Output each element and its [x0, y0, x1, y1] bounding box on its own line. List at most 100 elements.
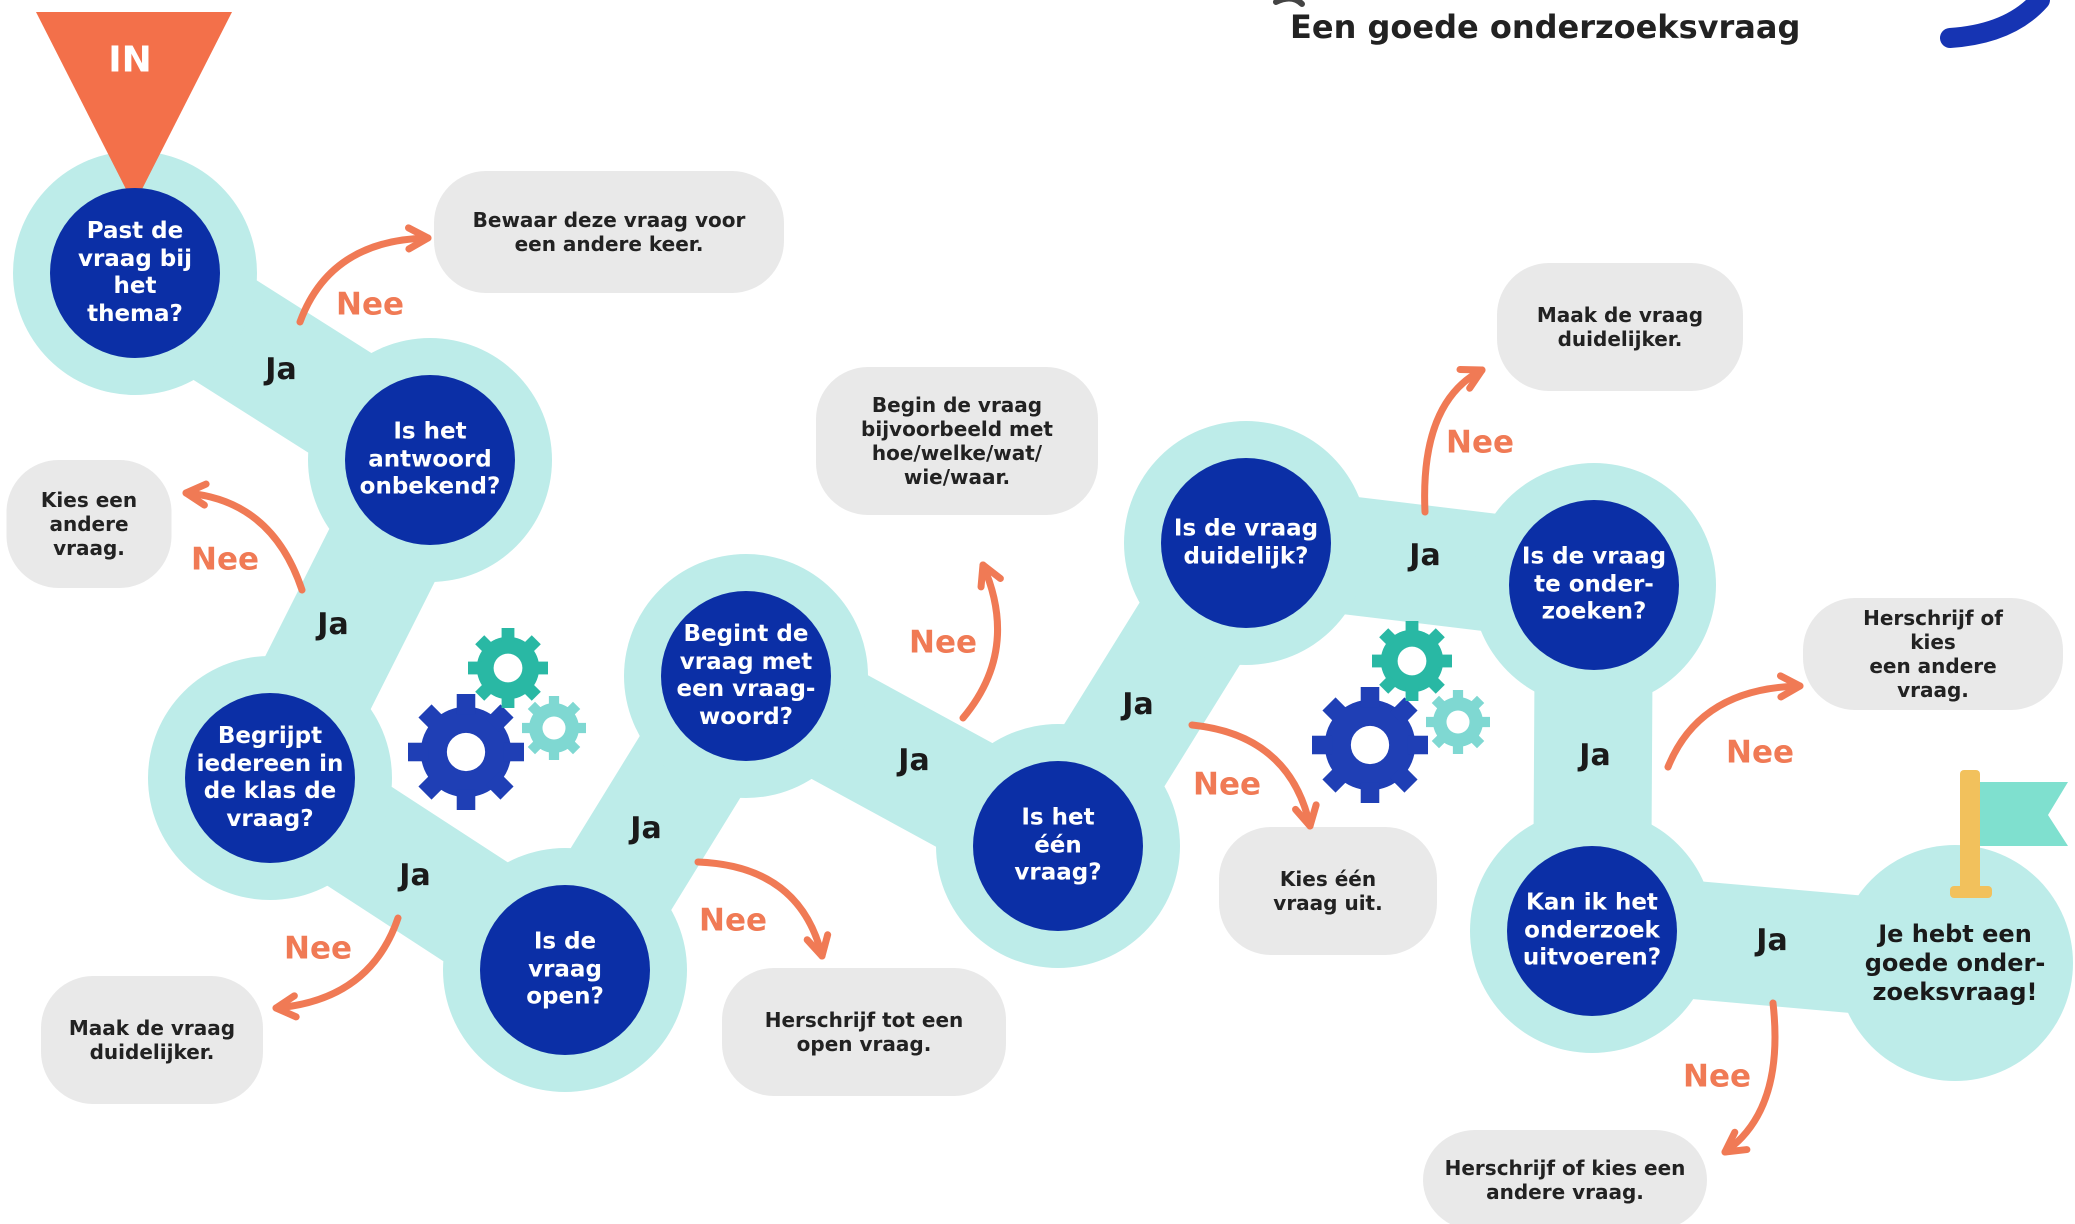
start-marker-icon	[36, 12, 232, 205]
gear-tooth	[1405, 621, 1419, 635]
question-pas-thema: Past de vraag bij het thema?	[77, 217, 193, 327]
question-uitvoeren: Kan ik het onderzoek uitvoeren?	[1522, 889, 1662, 971]
question-node	[480, 885, 650, 1055]
gear-tooth	[548, 748, 560, 760]
box-begin-vraag: Begin de vraag bijvoorbeeld met hoe/welk…	[861, 393, 1053, 489]
box-herschrijf-open: Herschrijf tot een open vraag.	[764, 1008, 964, 1056]
no-arrow	[272, 914, 402, 1012]
gear-tooth	[1426, 716, 1438, 728]
no-arrow-head	[1776, 672, 1804, 701]
suggestion-box	[1219, 827, 1437, 955]
gear-tooth	[1431, 733, 1447, 749]
gear-tooth	[1405, 687, 1419, 701]
no-arrows-layer	[182, 224, 1804, 1156]
yes-label: Ja	[630, 811, 662, 846]
box-kies-een-vraag: Kies één vraag uit.	[1273, 867, 1383, 915]
question-begrijpt-iedereen: Begrijpt iedereen in de klas de vraag?	[196, 722, 344, 832]
gear-tooth	[1469, 695, 1485, 711]
suggestion-box	[1497, 263, 1743, 391]
no-arrow-head	[182, 480, 210, 509]
no-label: Nee	[1726, 734, 1794, 771]
no-label: Nee	[191, 541, 259, 578]
gear-tooth	[1322, 697, 1350, 725]
question-node	[1507, 846, 1677, 1016]
yes-label: Ja	[1409, 538, 1441, 573]
suggestion-box	[722, 968, 1006, 1096]
question-node	[345, 375, 515, 545]
question-node	[661, 591, 831, 761]
no-label: Nee	[284, 930, 352, 967]
gear	[1312, 687, 1428, 803]
magnifier-icon	[1273, 0, 2050, 48]
gear-tooth	[1390, 697, 1418, 725]
gear-tooth	[486, 772, 514, 800]
gear-tooth	[1372, 654, 1386, 668]
box-herschrijf-kies-2: Herschrijf of kies een andere vraag.	[1444, 1156, 1686, 1204]
flag-icon	[1950, 770, 2068, 898]
gear-tooth	[1322, 765, 1350, 793]
question-node	[1161, 458, 1331, 628]
gear-tooth	[1407, 735, 1428, 755]
suggestion-box	[816, 367, 1098, 515]
box-herschrijf-kies-1: Herschrijf of kies een andere vraag.	[1863, 606, 2003, 702]
gear-hole	[542, 716, 566, 740]
yes-label: Ja	[317, 607, 349, 642]
suggestion-box	[1423, 1130, 1707, 1224]
gear-tooth	[1390, 765, 1418, 793]
gear-tooth	[1312, 735, 1333, 755]
no-arrow	[296, 234, 432, 326]
no-label: Nee	[336, 286, 404, 323]
no-label: Nee	[909, 624, 977, 661]
box-bewaar-vraag: Bewaar deze vraag voor een andere keer.	[472, 208, 746, 256]
gear-hole	[1446, 710, 1470, 734]
question-nodes-layer	[50, 188, 1679, 1055]
yes-label: Ja	[1122, 687, 1154, 722]
gear-tooth	[501, 694, 515, 708]
gear	[1372, 621, 1452, 701]
gear-tooth	[1431, 695, 1447, 711]
box-maak-duidelijker-1: Maak de vraag duidelijker.	[68, 1016, 236, 1064]
no-label: Nee	[1683, 1058, 1751, 1095]
gear-tooth	[1360, 782, 1380, 803]
suggestion-boxes-layer	[6, 171, 2063, 1224]
gear-tooth	[521, 681, 541, 701]
question-node	[50, 188, 220, 358]
gear-hole	[446, 732, 486, 772]
question-node	[1509, 500, 1679, 670]
gear	[1426, 690, 1490, 754]
gear-tooth	[1360, 687, 1380, 708]
gear-tooth	[475, 681, 495, 701]
gear-tooth	[1452, 690, 1464, 702]
no-arrow-head	[803, 931, 832, 960]
question-node	[185, 693, 355, 863]
no-arrow	[1664, 682, 1804, 771]
start-label: IN	[108, 39, 152, 81]
gear-tooth	[574, 722, 586, 734]
suggestion-box	[1803, 598, 2063, 710]
no-arrow	[1421, 366, 1486, 516]
yes-label: Ja	[1579, 738, 1611, 773]
question-een-vraag: Is het één vraag?	[1014, 804, 1102, 886]
box-maak-duidelijker-2: Maak de vraag duidelijker.	[1536, 303, 1704, 351]
page-subtitle: Een goede onderzoeksvraag	[1290, 8, 1801, 46]
gear-tooth	[456, 789, 476, 810]
gear-tooth	[1425, 628, 1445, 648]
no-arrow	[694, 858, 826, 960]
gear-tooth	[534, 661, 548, 675]
gear-tooth	[475, 635, 495, 655]
gear-tooth	[1469, 733, 1485, 749]
yes-label: Ja	[1756, 923, 1788, 958]
gear	[468, 628, 548, 708]
question-te-onderzoeken: Is de vraag te onder- zoeken?	[1521, 543, 1667, 625]
gear-tooth	[486, 704, 514, 732]
gear-tooth	[522, 722, 534, 734]
flag-base	[1950, 886, 1992, 898]
gears-icon	[408, 621, 1490, 810]
gear-tooth	[565, 739, 581, 755]
gear-tooth	[527, 701, 543, 717]
gear-tooth	[527, 739, 543, 755]
gear-tooth	[418, 772, 446, 800]
no-arrow-head	[977, 561, 1004, 591]
gear-tooth	[408, 742, 429, 762]
no-arrow	[959, 561, 1001, 722]
